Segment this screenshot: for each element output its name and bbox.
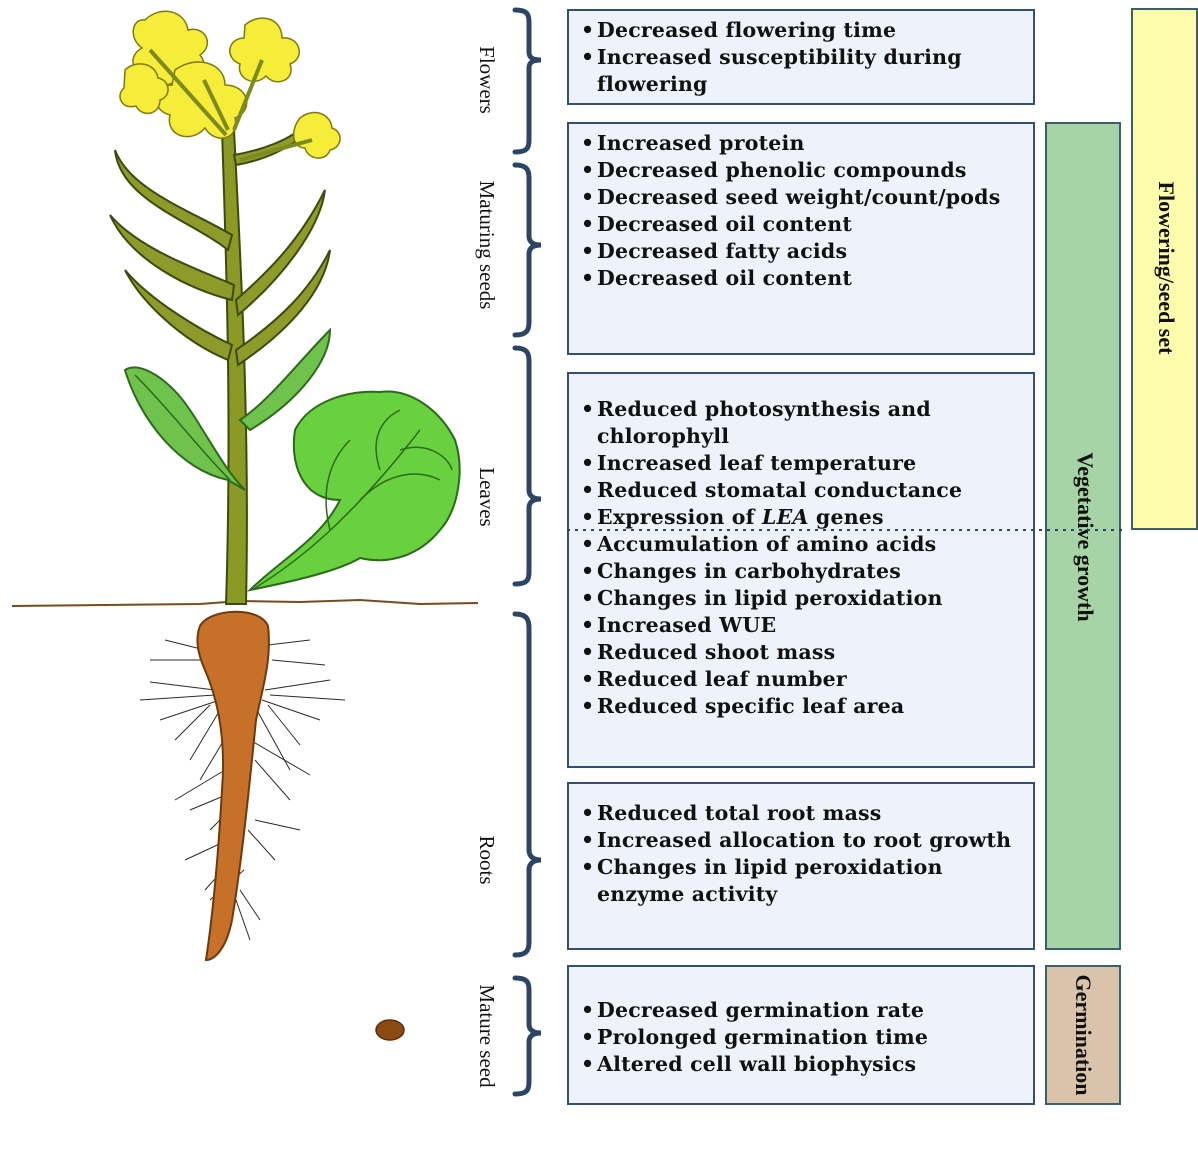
list-item: Decreased fatty acids bbox=[597, 238, 1023, 265]
stage-label-vegetative: Vegetative growth bbox=[1073, 407, 1097, 667]
stage-label-germination: Germination bbox=[1071, 945, 1095, 1125]
organ-label-mature-seed: Mature seed bbox=[475, 906, 499, 1166]
list-item: Changes in lipid peroxidation bbox=[597, 585, 1023, 612]
list-item: Reduced shoot mass bbox=[597, 639, 1023, 666]
bracket-seeds bbox=[515, 165, 541, 335]
organ-label-maturing-seeds: Maturing seeds bbox=[475, 115, 499, 375]
stage-germination-bar: Germination bbox=[1045, 965, 1121, 1105]
stage-label-flowering: Flowering/seed set bbox=[1154, 138, 1178, 398]
list-germination: Decreased germination rateProlonged germ… bbox=[597, 997, 1023, 1078]
mature-seed-shape bbox=[376, 1020, 404, 1040]
list-item: Reduced stomatal conductance bbox=[597, 477, 1023, 504]
list-item: Reduced photosynthesis and chlorophyll bbox=[597, 396, 1023, 450]
stage-divider bbox=[567, 527, 1127, 533]
list-item: Increased WUE bbox=[597, 612, 1023, 639]
list-flowers: Decreased flowering timeIncreased suscep… bbox=[597, 17, 1023, 98]
seed-pods bbox=[110, 125, 330, 365]
bracket-roots bbox=[515, 614, 541, 955]
list-item: Decreased flowering time bbox=[597, 17, 1023, 44]
brackets bbox=[505, 0, 575, 1105]
stem bbox=[222, 130, 247, 604]
list-item: Decreased germination rate bbox=[597, 997, 1023, 1024]
stage-flowering-bar: Flowering/seed set bbox=[1131, 8, 1198, 530]
list-item: Changes in lipid peroxidation enzyme act… bbox=[597, 854, 1023, 908]
list-item: Accumulation of amino acids bbox=[597, 531, 1023, 558]
plant-illustration bbox=[0, 0, 500, 1105]
taproot bbox=[197, 612, 268, 960]
list-item: Decreased oil content bbox=[597, 265, 1023, 292]
diagram: Flowers Maturing seeds Leaves Roots Matu… bbox=[0, 0, 1198, 1105]
list-item: Altered cell wall biophysics bbox=[597, 1051, 1023, 1078]
list-item: Increased susceptibility during flowerin… bbox=[597, 44, 1023, 98]
list-item: Decreased phenolic compounds bbox=[597, 157, 1023, 184]
list-maturing-seeds: Increased proteinDecreased phenolic comp… bbox=[597, 130, 1023, 292]
bracket-leaves bbox=[515, 348, 541, 584]
stage-vegetative-bar: Vegetative growth bbox=[1045, 122, 1121, 950]
list-item: Increased allocation to root growth bbox=[597, 827, 1023, 854]
list-item: Decreased seed weight/count/pods bbox=[597, 184, 1023, 211]
bracket-flowers bbox=[515, 10, 541, 152]
list-leaves: Reduced photosynthesis and chlorophyllIn… bbox=[597, 396, 1023, 504]
bracket-mature-seed bbox=[515, 978, 541, 1094]
flowers bbox=[120, 11, 340, 158]
box-roots: Reduced total root massIncreased allocat… bbox=[567, 782, 1035, 950]
left-leaf bbox=[125, 367, 245, 490]
box-leaves: Reduced photosynthesis and chlorophyllIn… bbox=[567, 372, 1035, 768]
list-shoot-items: Accumulation of amino acidsChanges in ca… bbox=[597, 531, 1023, 720]
large-leaf bbox=[250, 392, 460, 590]
list-item: Reduced total root mass bbox=[597, 800, 1023, 827]
box-maturing-seeds: Increased proteinDecreased phenolic comp… bbox=[567, 122, 1035, 355]
list-item: Increased protein bbox=[597, 130, 1023, 157]
list-item: Increased leaf temperature bbox=[597, 450, 1023, 477]
list-item: Reduced leaf number bbox=[597, 666, 1023, 693]
box-flowers: Decreased flowering timeIncreased suscep… bbox=[567, 9, 1035, 105]
list-item: Decreased oil content bbox=[597, 211, 1023, 238]
list-item: Prolonged germination time bbox=[597, 1024, 1023, 1051]
organ-label-leaves: Leaves bbox=[475, 367, 499, 627]
list-item: Changes in carbohydrates bbox=[597, 558, 1023, 585]
list-roots: Reduced total root massIncreased allocat… bbox=[597, 800, 1023, 908]
list-item: Reduced specific leaf area bbox=[597, 693, 1023, 720]
box-mature-seed: Decreased germination rateProlonged germ… bbox=[567, 965, 1035, 1105]
